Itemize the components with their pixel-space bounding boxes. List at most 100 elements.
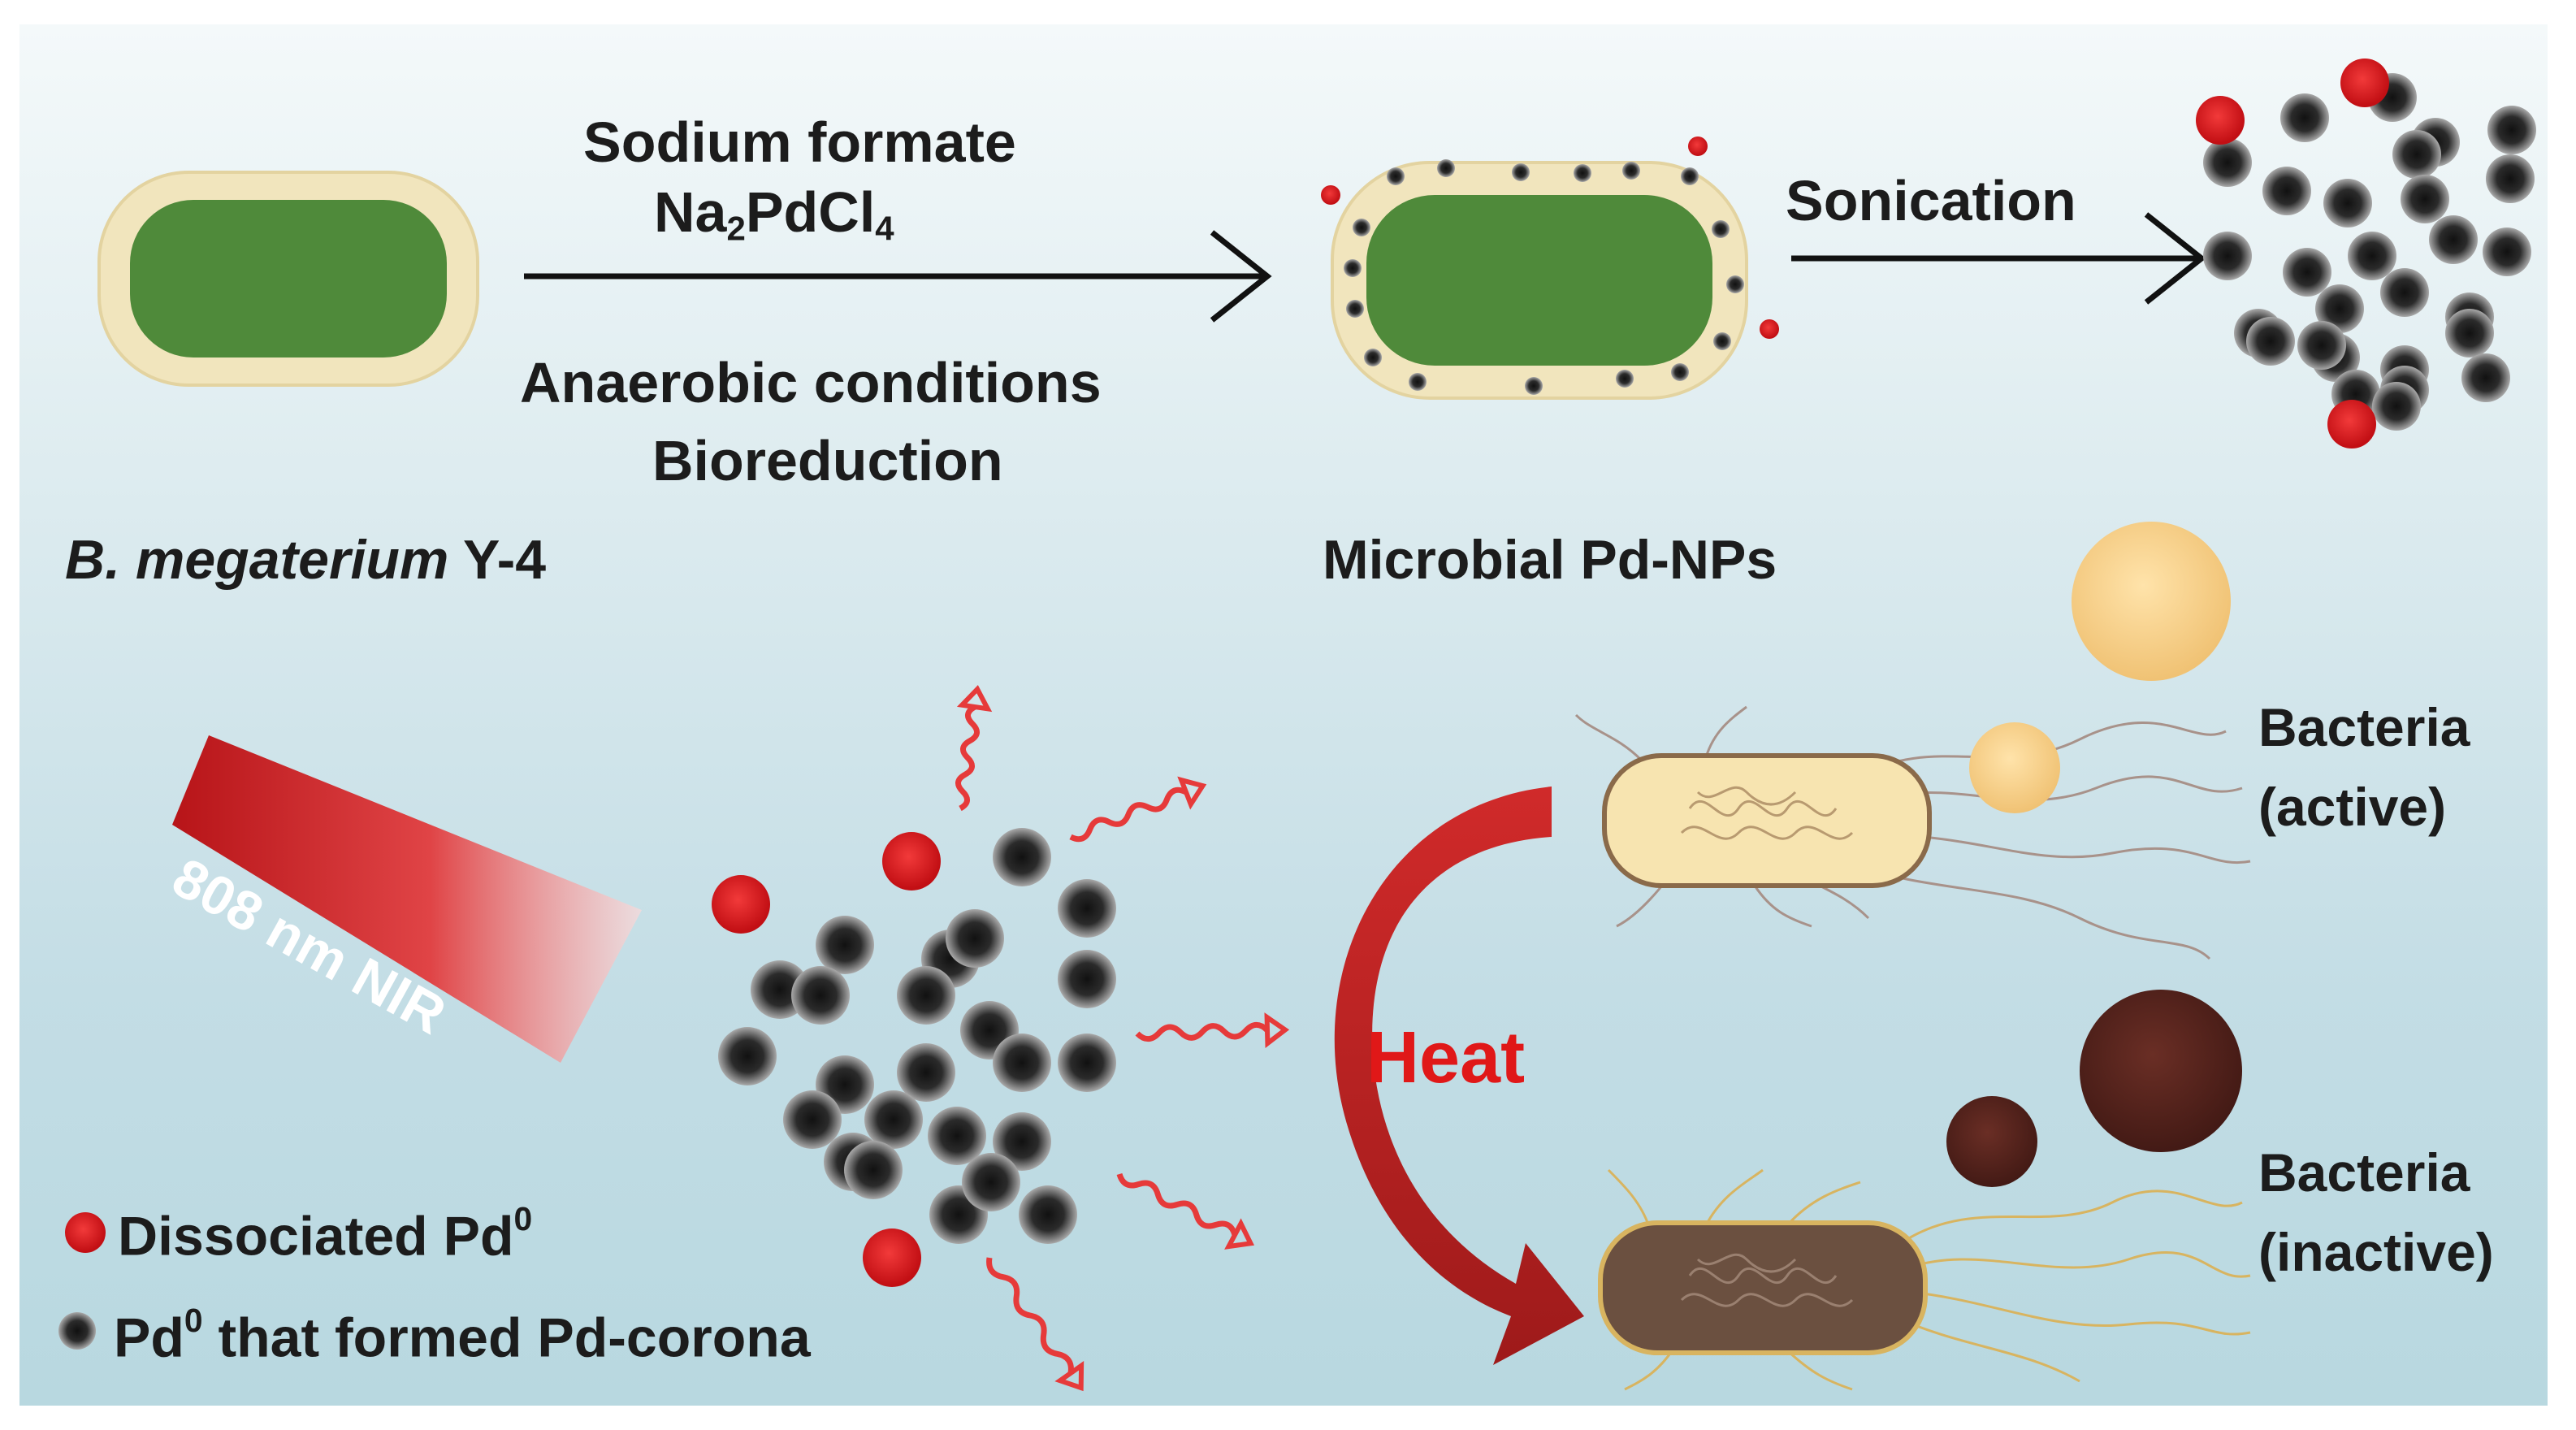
active-label-line2: (active) xyxy=(2258,777,2447,837)
heat-wave-head xyxy=(956,685,993,713)
pd-corona-particle xyxy=(844,1141,903,1199)
heat-wave xyxy=(1069,786,1188,843)
pd-corona-particle xyxy=(791,966,850,1025)
heat-wave xyxy=(986,1257,1074,1374)
surface-pd-particles xyxy=(1321,136,1779,395)
pd-nanoparticle xyxy=(2401,175,2449,223)
salt-subscript-2: 4 xyxy=(875,209,894,248)
surface-pd-particle xyxy=(1525,377,1543,395)
surface-pd-particle xyxy=(1671,363,1689,381)
bacterium-cell-original xyxy=(97,171,479,387)
heat-wave-arrows xyxy=(955,685,1290,1392)
surface-pd-particle xyxy=(1681,167,1699,185)
surface-pd-particle xyxy=(1713,332,1731,350)
active-label-line1: Bacteria xyxy=(2258,697,2470,757)
pd-corona-particle xyxy=(864,1090,923,1149)
organism-name: B. megaterium xyxy=(65,529,449,591)
dissociated-pd xyxy=(2340,58,2389,107)
pd-corona-particle xyxy=(1058,1034,1116,1092)
legend-item-corona: Pd0 that formed Pd-corona xyxy=(114,1304,811,1366)
pd-corona-particle xyxy=(962,1153,1020,1211)
pd-nanoparticle xyxy=(2203,232,2252,280)
pd-nanoparticle xyxy=(2323,179,2372,228)
sonication-arrow xyxy=(1791,212,2206,305)
released-pd-cluster xyxy=(2196,58,2536,448)
heat-label: Heat xyxy=(1366,1017,1526,1098)
pd-nanoparticle xyxy=(2203,138,2252,187)
reagent-label: Sodium formate xyxy=(583,110,1016,174)
pd-corona-particle xyxy=(993,1034,1051,1092)
heat-wave-head xyxy=(1054,1360,1085,1392)
pd-nanoparticle xyxy=(2486,154,2535,203)
legend-dissociated-sup: 0 xyxy=(513,1200,533,1237)
salt-prefix: Na xyxy=(654,180,727,244)
dissociated-pd xyxy=(2196,96,2245,145)
heat-wave xyxy=(1135,1021,1270,1042)
surface-pd-particle xyxy=(1622,162,1640,180)
pd-nanoparticle xyxy=(2348,232,2396,280)
legend-corona-pd: Pd xyxy=(114,1306,184,1369)
pd-corona-particle xyxy=(993,828,1051,886)
organism-strain: Y-4 xyxy=(463,529,547,591)
pd-nanoparticle xyxy=(2392,130,2441,179)
legend-corona-rest: that formed Pd-corona xyxy=(202,1306,811,1369)
surface-pd-ion xyxy=(1688,136,1708,156)
pd-corona-particle xyxy=(897,966,955,1025)
pd-nanoparticle xyxy=(2315,284,2364,333)
heat-wave-head xyxy=(1177,776,1207,810)
pd-corona-particle xyxy=(946,909,1004,968)
legend-black-dot xyxy=(58,1312,96,1350)
pd-corona-particle xyxy=(718,1027,777,1086)
pd-corona-particle xyxy=(1019,1185,1077,1244)
dissociated-pd xyxy=(882,832,941,890)
legend-red-dot xyxy=(65,1212,106,1253)
surface-pd-particle xyxy=(1437,159,1455,177)
nir-laser-beam xyxy=(172,735,642,1063)
heat-wave-head xyxy=(1264,1012,1290,1048)
heat-wave xyxy=(955,704,980,812)
surface-pd-particle xyxy=(1712,220,1730,238)
pd-nanoparticle xyxy=(2461,353,2510,402)
inactive-label-line2: (inactive) xyxy=(2258,1222,2494,1282)
surface-pd-particle xyxy=(1616,370,1634,388)
legend-corona-sup: 0 xyxy=(184,1302,203,1339)
heat-wave-head xyxy=(1224,1218,1255,1250)
pd-nanoparticle xyxy=(2246,317,2295,366)
dissociated-pd xyxy=(2327,400,2376,448)
pd-nanoparticle xyxy=(2280,93,2329,142)
reaction-arrow xyxy=(524,230,1272,323)
surface-pd-particle xyxy=(1346,300,1364,318)
pd-corona-particle xyxy=(816,916,874,974)
surface-pd-particle xyxy=(1512,163,1530,181)
surface-pd-particle xyxy=(1409,373,1427,391)
bacterium-inactive xyxy=(1598,990,2251,1391)
pd-nanoparticle xyxy=(2429,215,2478,264)
salt-mid: PdCl xyxy=(745,180,876,244)
pd-corona-particle xyxy=(897,1043,955,1102)
pd-nanoparticle xyxy=(2445,309,2494,358)
dissociated-pd xyxy=(863,1228,921,1287)
salt-subscript-1: 2 xyxy=(726,209,746,248)
bacterium-active xyxy=(1574,522,2251,960)
salt-formula: Na2PdCl4 xyxy=(654,184,894,246)
pd-nanoparticle xyxy=(2297,321,2346,370)
surface-pd-particle xyxy=(1387,167,1405,185)
surface-pd-particle xyxy=(1364,349,1382,366)
dissociated-pd xyxy=(712,875,770,934)
heat-wave xyxy=(1116,1172,1238,1237)
legend-item-dissociated: Dissociated Pd0 xyxy=(118,1202,532,1264)
pd-nanoparticle xyxy=(2283,248,2331,297)
bacterium-cell-pd-coated xyxy=(1331,161,1748,400)
pd-corona-particle xyxy=(928,1107,986,1165)
pd-corona-particle xyxy=(783,1090,842,1149)
pd-corona-particle xyxy=(993,1112,1051,1171)
organism-label: B. megaterium Y-4 xyxy=(65,532,546,587)
condition-anaerobic: Anaerobic conditions xyxy=(520,351,1102,414)
pd-nanoparticle xyxy=(2380,268,2429,317)
heat-curved-arrow xyxy=(1334,786,1584,1365)
surface-pd-particle xyxy=(1344,259,1362,277)
sonication-label: Sonication xyxy=(1786,169,2076,232)
condition-bioreduction: Bioreduction xyxy=(652,429,1003,492)
